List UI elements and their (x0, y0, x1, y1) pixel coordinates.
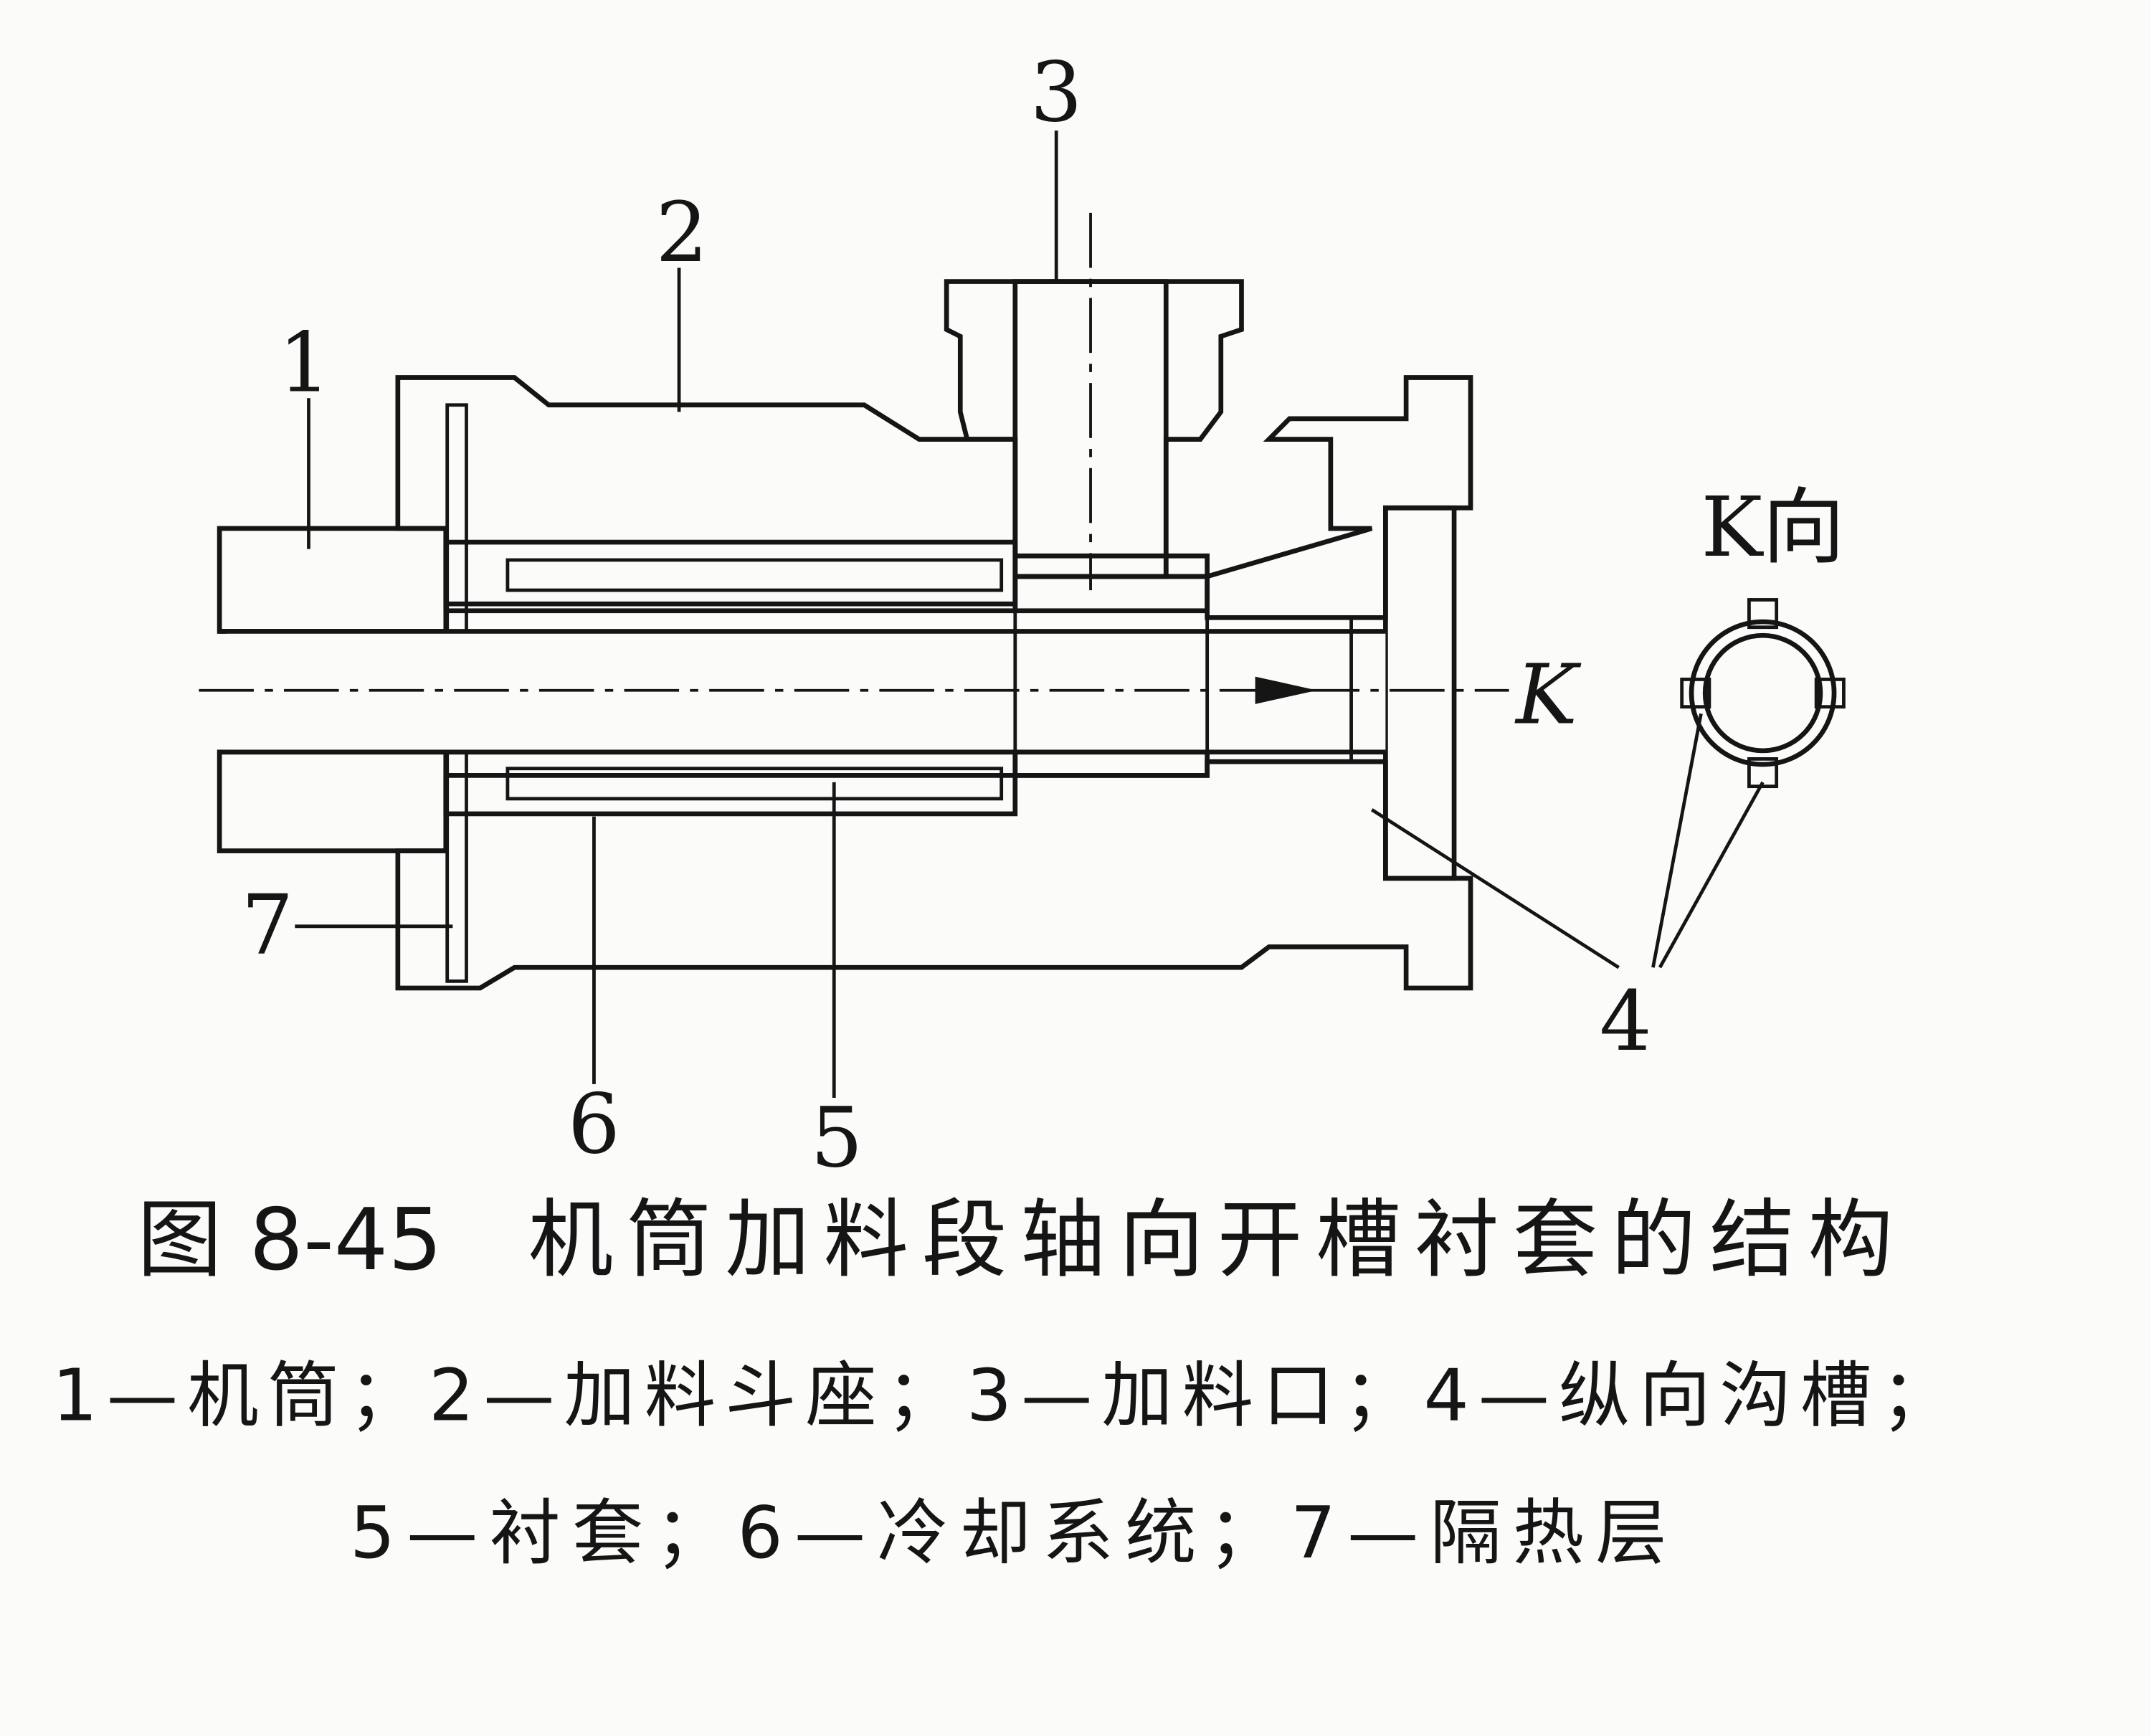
view-direction-k: K (1514, 648, 1582, 744)
figure-number: 图 8-45 (137, 1190, 442, 1289)
view-arrow-icon (1255, 676, 1317, 704)
figure-title: 机筒加料段轴向开槽衬套的结构 (528, 1190, 1894, 1289)
label-2: 2 (655, 185, 708, 281)
legend-line-2: 5—衬套；6—冷却系统；7—隔热层 (350, 1492, 1667, 1575)
label-3: 3 (1030, 45, 1083, 141)
liner-sleeve (443, 539, 1210, 817)
k-view-label: K向 (1701, 480, 1845, 576)
legend-line-1: 1—机筒；2—加料斗座；3—加料口；4—纵向沟槽； (52, 1355, 1952, 1438)
label-4: 4 (1600, 974, 1652, 1070)
label-1: 1 (278, 316, 331, 412)
k-view-section (1680, 598, 1846, 789)
label-7: 7 (242, 878, 294, 974)
label-5: 5 (811, 1091, 863, 1187)
label-6: 6 (568, 1077, 620, 1173)
